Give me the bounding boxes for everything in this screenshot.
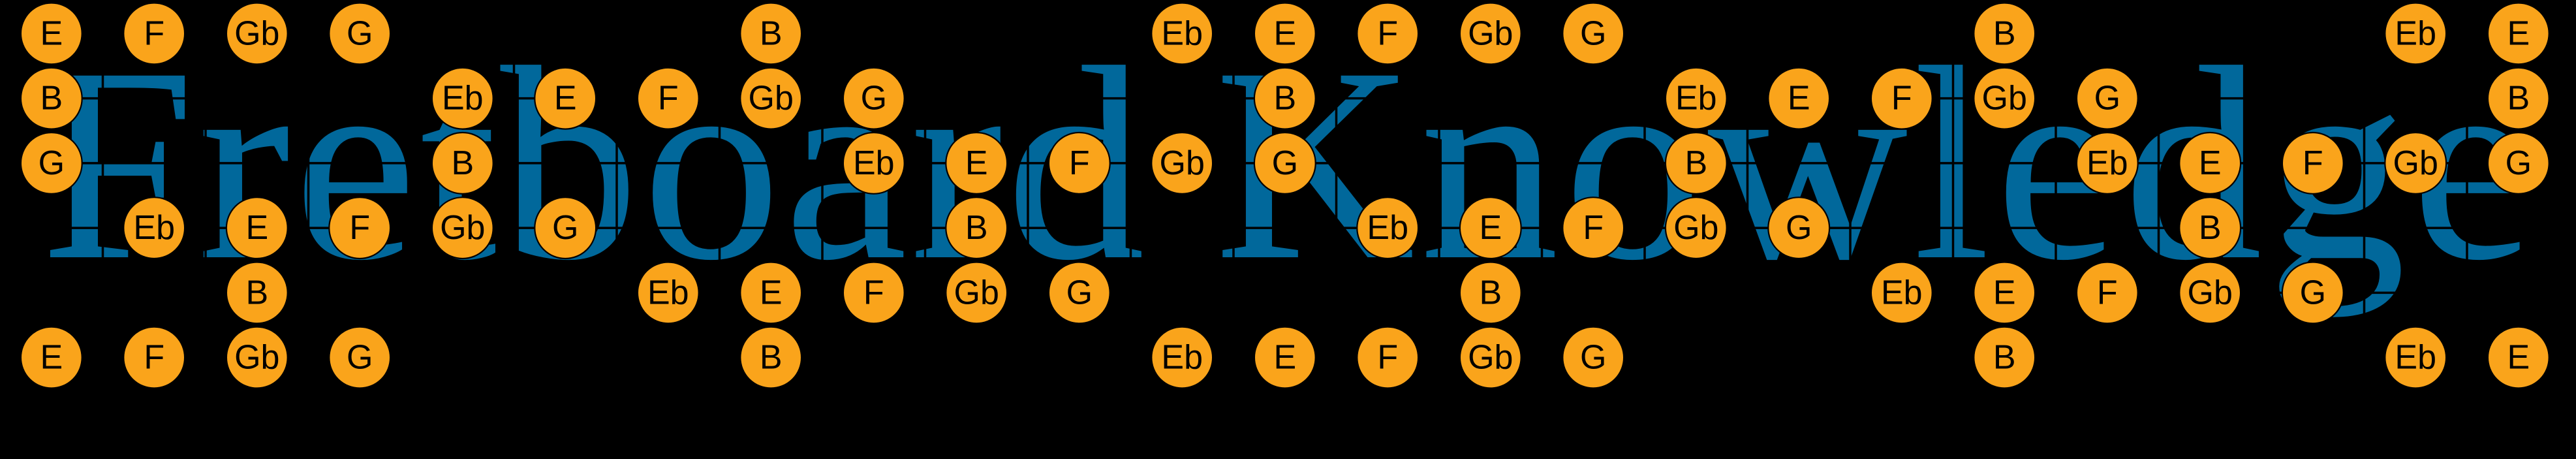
svg-text:F: F — [1377, 339, 1398, 377]
svg-text:G: G — [2094, 80, 2120, 118]
svg-text:Eb: Eb — [1161, 14, 1203, 52]
svg-text:Eb: Eb — [2087, 144, 2128, 182]
svg-text:G: G — [2300, 274, 2326, 311]
svg-text:E: E — [554, 80, 577, 118]
svg-text:B: B — [2507, 80, 2530, 118]
svg-text:B: B — [760, 14, 783, 52]
svg-text:F: F — [863, 274, 884, 311]
svg-text:Gb: Gb — [954, 274, 999, 311]
svg-text:B: B — [245, 274, 268, 311]
svg-text:F: F — [349, 209, 370, 247]
svg-text:E: E — [1273, 14, 1296, 52]
svg-text:G: G — [1786, 209, 1812, 247]
svg-text:G: G — [1272, 144, 1298, 182]
svg-text:F: F — [658, 80, 679, 118]
svg-text:G: G — [861, 80, 887, 118]
svg-text:F: F — [1377, 14, 1398, 52]
svg-text:Eb: Eb — [2395, 14, 2436, 52]
svg-text:E: E — [245, 209, 268, 247]
svg-text:Gb: Gb — [749, 80, 794, 118]
svg-text:E: E — [40, 339, 63, 377]
svg-text:F: F — [144, 339, 164, 377]
svg-text:Gb: Gb — [2188, 274, 2233, 311]
svg-text:E: E — [2507, 14, 2530, 52]
svg-text:Gb: Gb — [2393, 144, 2438, 182]
svg-text:Eb: Eb — [1881, 274, 1923, 311]
svg-text:F: F — [1069, 144, 1090, 182]
svg-text:E: E — [2199, 144, 2222, 182]
svg-text:Eb: Eb — [1675, 80, 1717, 118]
svg-text:Eb: Eb — [133, 209, 175, 247]
svg-text:G: G — [39, 144, 65, 182]
svg-text:E: E — [1479, 209, 1502, 247]
svg-text:Gb: Gb — [1982, 80, 2027, 118]
svg-text:G: G — [1066, 274, 1093, 311]
svg-text:Gb: Gb — [1468, 14, 1513, 52]
svg-text:E: E — [965, 144, 988, 182]
svg-text:F: F — [144, 14, 164, 52]
svg-text:B: B — [1273, 80, 1296, 118]
svg-text:E: E — [2507, 339, 2530, 377]
svg-text:Gb: Gb — [440, 209, 485, 247]
svg-text:B: B — [40, 80, 63, 118]
svg-text:E: E — [1273, 339, 1296, 377]
svg-text:E: E — [1788, 80, 1810, 118]
svg-text:F: F — [2097, 274, 2118, 311]
svg-text:Eb: Eb — [853, 144, 895, 182]
svg-text:E: E — [40, 14, 63, 52]
svg-text:Eb: Eb — [647, 274, 689, 311]
svg-text:Eb: Eb — [442, 80, 484, 118]
svg-text:G: G — [347, 339, 373, 377]
svg-text:B: B — [2199, 209, 2222, 247]
svg-text:G: G — [347, 14, 373, 52]
svg-text:Eb: Eb — [2395, 339, 2436, 377]
svg-text:G: G — [552, 209, 578, 247]
svg-text:Gb: Gb — [234, 14, 279, 52]
svg-text:F: F — [1583, 209, 1604, 247]
svg-text:Gb: Gb — [1673, 209, 1718, 247]
svg-text:E: E — [1993, 274, 2016, 311]
svg-text:G: G — [1580, 14, 1606, 52]
svg-text:B: B — [760, 339, 783, 377]
svg-text:F: F — [1891, 80, 1912, 118]
svg-text:B: B — [1993, 14, 2016, 52]
svg-text:Gb: Gb — [1468, 339, 1513, 377]
svg-text:B: B — [1684, 144, 1707, 182]
svg-text:Gb: Gb — [1160, 144, 1205, 182]
svg-text:F: F — [2303, 144, 2323, 182]
svg-text:Gb: Gb — [234, 339, 279, 377]
svg-text:Eb: Eb — [1367, 209, 1408, 247]
svg-text:B: B — [1479, 274, 1502, 311]
svg-text:B: B — [451, 144, 474, 182]
svg-text:Eb: Eb — [1161, 339, 1203, 377]
svg-text:G: G — [1580, 339, 1606, 377]
svg-text:G: G — [2506, 144, 2532, 182]
svg-text:B: B — [1993, 339, 2016, 377]
svg-text:E: E — [760, 274, 783, 311]
svg-text:B: B — [965, 209, 988, 247]
